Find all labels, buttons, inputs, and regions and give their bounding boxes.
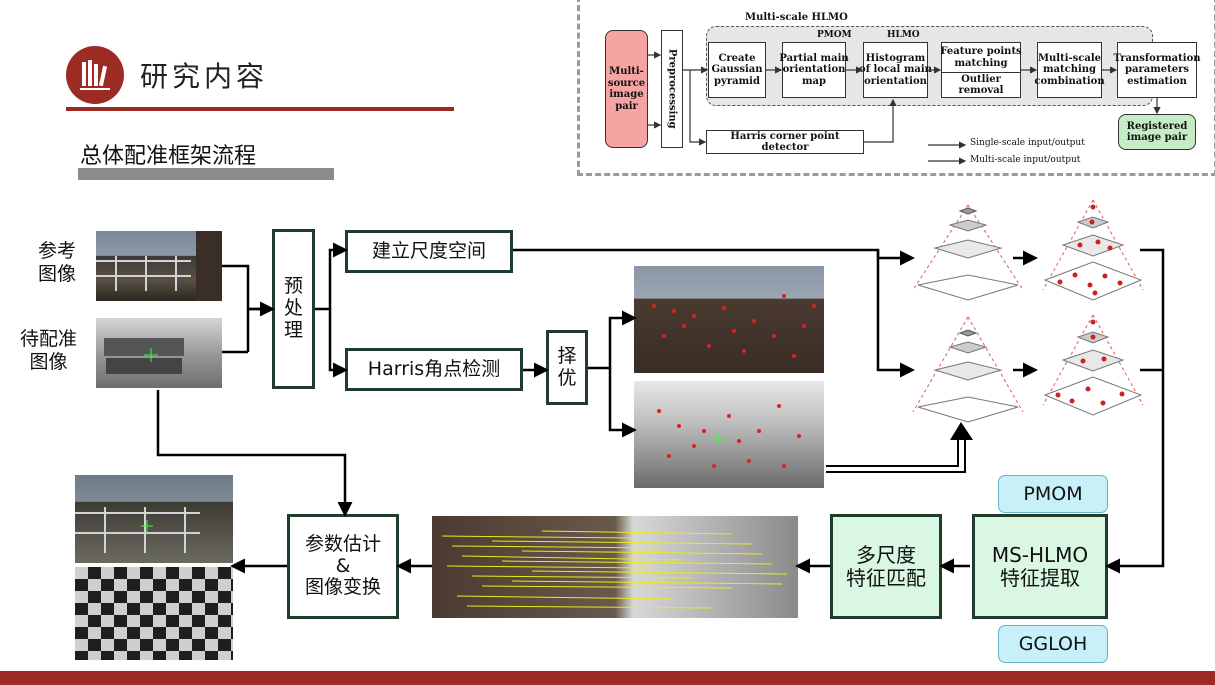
sensed-image bbox=[96, 318, 222, 388]
ref-keypoints-image bbox=[634, 266, 824, 373]
ggloh-badge: GGLOH bbox=[998, 625, 1108, 663]
harris-detector-box: Harris corner point detector bbox=[706, 130, 864, 154]
combination-box: Multi-scale matching combination bbox=[1034, 42, 1105, 98]
preprocessing-box: Preprocessing bbox=[661, 30, 683, 148]
subtitle-bar bbox=[78, 168, 334, 180]
pyramid-dots-2 bbox=[1042, 314, 1144, 416]
checkerboard-image bbox=[75, 567, 233, 660]
sen-keypoints-image bbox=[634, 381, 824, 488]
page-title: 研究内容 bbox=[140, 60, 269, 93]
transformation-box: Transformation parameters estimation bbox=[1113, 42, 1201, 98]
sensed-image-label: 待配准 图像 bbox=[20, 328, 78, 373]
legend-single: Single-scale input/output bbox=[970, 138, 1085, 148]
legend-multi: Multi-scale input/output bbox=[970, 155, 1081, 165]
harris-box: Harris角点检测 bbox=[345, 348, 523, 391]
registered-result-image bbox=[75, 475, 233, 563]
pyramid-dots-1 bbox=[1042, 199, 1144, 301]
registered-pair-box: Registered image pair bbox=[1118, 114, 1196, 150]
pyramid-plain-1 bbox=[912, 204, 1024, 301]
group-title: Multi-scale HLMO bbox=[745, 12, 848, 23]
multiscale-matching-box: 多尺度 特征匹配 bbox=[830, 514, 942, 619]
input-image-pair-box: Multi- source image pair bbox=[605, 30, 648, 148]
title-underline bbox=[66, 107, 454, 111]
partial-orientation-box: Partial main orientation map bbox=[779, 42, 849, 98]
scale-space-box: 建立尺度空间 bbox=[345, 230, 513, 273]
preprocess-box: 预 处 理 bbox=[272, 229, 315, 389]
reference-image bbox=[96, 231, 222, 301]
hlmo-label: HLMO bbox=[887, 30, 920, 40]
histogram-box: Histogram of local main orientation bbox=[859, 42, 932, 98]
footer-bar bbox=[0, 671, 1215, 685]
feature-matching-label: Feature points matching bbox=[940, 43, 1022, 74]
pyramid-plain-2 bbox=[912, 316, 1024, 423]
match-result-image bbox=[432, 516, 798, 618]
pmom-badge: PMOM bbox=[998, 475, 1108, 513]
logo-icon bbox=[66, 46, 124, 104]
reference-image-label: 参考 图像 bbox=[38, 240, 77, 285]
matching-box: Feature points matching Outlier removal bbox=[940, 42, 1022, 98]
section-subtitle: 总体配准框架流程 bbox=[80, 144, 257, 169]
estimation-transform-box: 参数估计 & 图像变换 bbox=[287, 514, 399, 619]
outlier-removal-label: Outlier removal bbox=[958, 73, 1004, 97]
gaussian-pyramid-box: Create Gaussian pyramid bbox=[708, 42, 766, 98]
pmom-label: PMOM bbox=[817, 30, 852, 40]
